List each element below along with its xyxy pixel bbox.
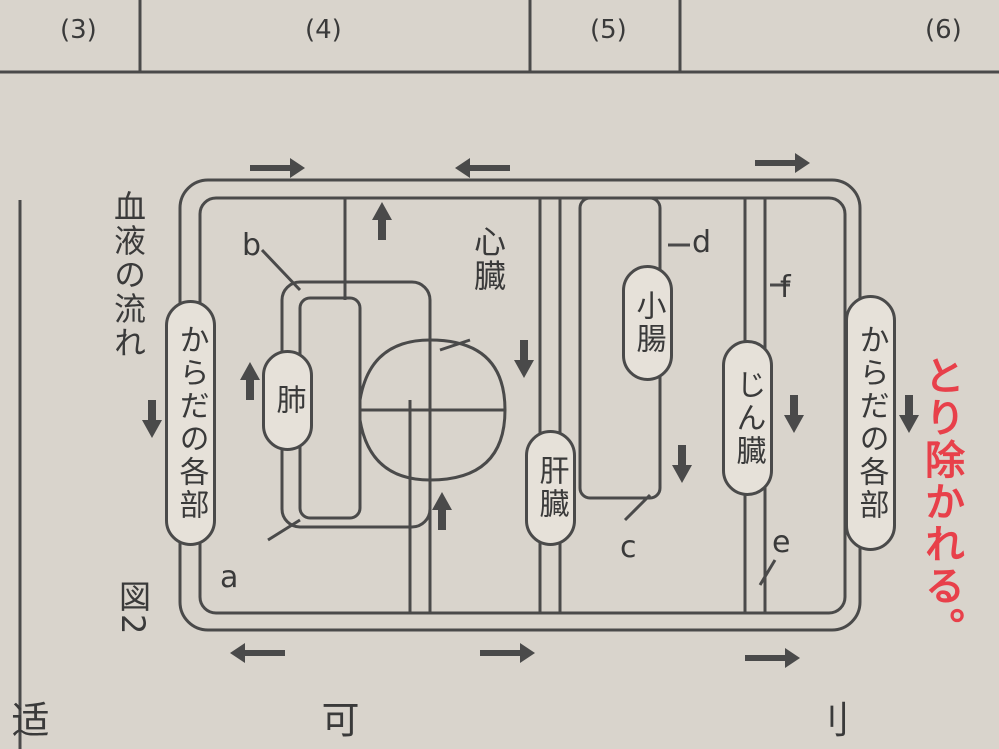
left-fragment-3: 刂 [805, 700, 849, 740]
letter-c: c [620, 530, 637, 565]
question-number-6: (6) [925, 15, 962, 45]
question-number-5: (5) [590, 15, 627, 45]
liver-label: 肝臓 [525, 430, 576, 546]
body-parts-top: からだの各部 [165, 300, 216, 546]
lungs-label: 肺 [262, 350, 313, 451]
letter-d: d [692, 225, 712, 260]
letter-b: b [242, 228, 262, 263]
body-parts-bottom: からだの各部 [845, 295, 896, 551]
letter-f: f [780, 270, 791, 305]
question-number-3: (3) [60, 15, 97, 45]
left-fragment-2: 可 [315, 700, 359, 740]
small-intestine-label: 小腸 [622, 265, 673, 381]
figure-title: 図2 [114, 580, 152, 637]
red-answer-text: とり除かれる。 [918, 355, 964, 649]
letter-a: a [220, 560, 239, 595]
left-fragment-1: 适 [5, 700, 49, 740]
question-number-4: (4) [305, 15, 342, 45]
legend-label: 血液の流れ [109, 190, 147, 360]
kidney-label: じん臓 [722, 340, 773, 496]
letter-e: e [772, 525, 791, 560]
heart-label: 心臓 [469, 225, 507, 293]
